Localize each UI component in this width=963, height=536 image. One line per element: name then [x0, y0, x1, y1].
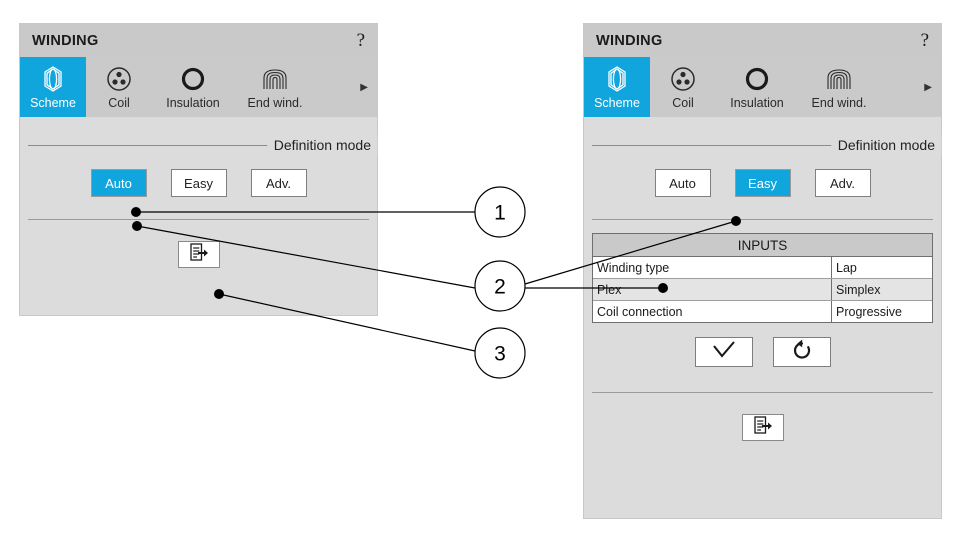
group-divider: [28, 145, 369, 146]
tab-end-winding-right[interactable]: End wind.: [798, 57, 880, 117]
section-divider-right: [592, 219, 933, 220]
table-row[interactable]: Plex Simplex: [593, 278, 932, 300]
group-divider-right: [592, 145, 933, 146]
tab-coil-right[interactable]: Coil: [650, 57, 716, 117]
callout-circle-1: [474, 186, 526, 238]
tab-label-insulation: Insulation: [166, 96, 220, 110]
export-row-left: [20, 241, 377, 268]
inputs-table: INPUTS Winding type Lap Plex Simplex Coi…: [592, 233, 933, 323]
titlebar-right: WINDING ?: [584, 24, 941, 57]
export-row-right: [584, 414, 941, 441]
help-icon-right[interactable]: ?: [920, 30, 929, 51]
table-cell-name: Coil connection: [593, 301, 832, 322]
section-divider-bottom-right: [592, 392, 933, 393]
mode-button-easy-right[interactable]: Easy: [734, 169, 791, 197]
table-cell-name: Winding type: [593, 257, 832, 278]
confirm-button[interactable]: [694, 337, 753, 367]
table-cell-value: Simplex: [836, 282, 881, 297]
definition-mode-buttons-left: Auto Easy Adv.: [20, 169, 377, 197]
reset-button[interactable]: [772, 337, 831, 367]
tab-label-coil-right: Coil: [672, 96, 694, 110]
tab-coil[interactable]: Coil: [86, 57, 152, 117]
panel-body-right: Definition mode Auto Easy Adv. INPUTS Wi…: [584, 135, 941, 441]
tab-label-scheme-right: Scheme: [594, 96, 640, 110]
tab-scheme[interactable]: Scheme: [20, 57, 86, 117]
coil-icon: [105, 63, 133, 95]
insulation-icon: [743, 63, 771, 95]
mode-button-adv-right[interactable]: Adv.: [814, 169, 871, 197]
mode-button-easy[interactable]: Easy: [170, 169, 227, 197]
page-title: WINDING: [32, 32, 99, 49]
tab-end-winding[interactable]: End wind.: [234, 57, 316, 117]
winding-panel-right: WINDING ? Scheme: [583, 23, 942, 519]
help-icon[interactable]: ?: [356, 30, 365, 51]
export-button[interactable]: [177, 241, 220, 268]
table-cell-value: Progressive: [836, 304, 902, 319]
tab-insulation-right[interactable]: Insulation: [716, 57, 798, 117]
export-document-icon: [188, 242, 210, 267]
tab-label-scheme: Scheme: [30, 96, 76, 110]
tab-scheme-right[interactable]: Scheme: [584, 57, 650, 117]
reset-icon: [790, 339, 814, 366]
winding-panel-left: WINDING ? Scheme: [19, 23, 378, 316]
tabstrip-left: Scheme Coil Insulation: [20, 57, 377, 117]
callout-number-2: 2: [494, 276, 506, 299]
insulation-icon: [179, 63, 207, 95]
table-cell-value: Lap: [836, 260, 857, 275]
tab-insulation[interactable]: Insulation: [152, 57, 234, 117]
scheme-icon: [602, 63, 632, 95]
coil-icon: [669, 63, 697, 95]
section-divider-left: [28, 219, 369, 220]
definition-mode-group-left: Definition mode Auto Easy Adv.: [20, 135, 377, 197]
inputs-table-header: INPUTS: [593, 234, 932, 257]
tab-label-end-winding-right: End wind.: [811, 96, 867, 110]
titlebar-left: WINDING ?: [20, 24, 377, 57]
mode-button-auto-right[interactable]: Auto: [654, 169, 711, 197]
tabstrip-right: Scheme Coil Insulation: [584, 57, 941, 117]
callout-circle-2: [474, 260, 526, 312]
definition-mode-buttons-right: Auto Easy Adv.: [584, 169, 941, 197]
callout-number-1: 1: [494, 202, 506, 225]
group-title-definition-mode-right: Definition mode: [831, 135, 941, 155]
panel-body-left: Definition mode Auto Easy Adv.: [20, 135, 377, 268]
export-button-right[interactable]: [741, 414, 784, 441]
check-icon: [711, 340, 737, 365]
end-winding-icon: [824, 63, 854, 95]
scheme-icon: [38, 63, 68, 95]
table-row[interactable]: Winding type Lap: [593, 257, 932, 278]
definition-mode-group-right: Definition mode Auto Easy Adv.: [584, 135, 941, 197]
page-title-right: WINDING: [596, 32, 663, 49]
callout-number-3: 3: [494, 343, 506, 366]
tab-label-insulation-right: Insulation: [730, 96, 784, 110]
mode-button-adv[interactable]: Adv.: [250, 169, 307, 197]
tabs-more-arrow-icon[interactable]: ▶: [360, 81, 368, 93]
callout-circle-3: [474, 327, 526, 379]
table-row[interactable]: Coil connection Progressive: [593, 300, 932, 322]
tabs-more-arrow-icon-right[interactable]: ▶: [924, 81, 932, 93]
tab-label-end-winding: End wind.: [247, 96, 303, 110]
group-title-definition-mode: Definition mode: [267, 135, 377, 155]
callout-markers: 1 2 3: [474, 186, 526, 379]
mode-button-auto[interactable]: Auto: [90, 169, 147, 197]
end-winding-icon: [260, 63, 290, 95]
inputs-actions: [584, 337, 941, 367]
table-cell-name: Plex: [593, 279, 832, 300]
export-document-icon: [752, 415, 774, 440]
tab-label-coil: Coil: [108, 96, 130, 110]
